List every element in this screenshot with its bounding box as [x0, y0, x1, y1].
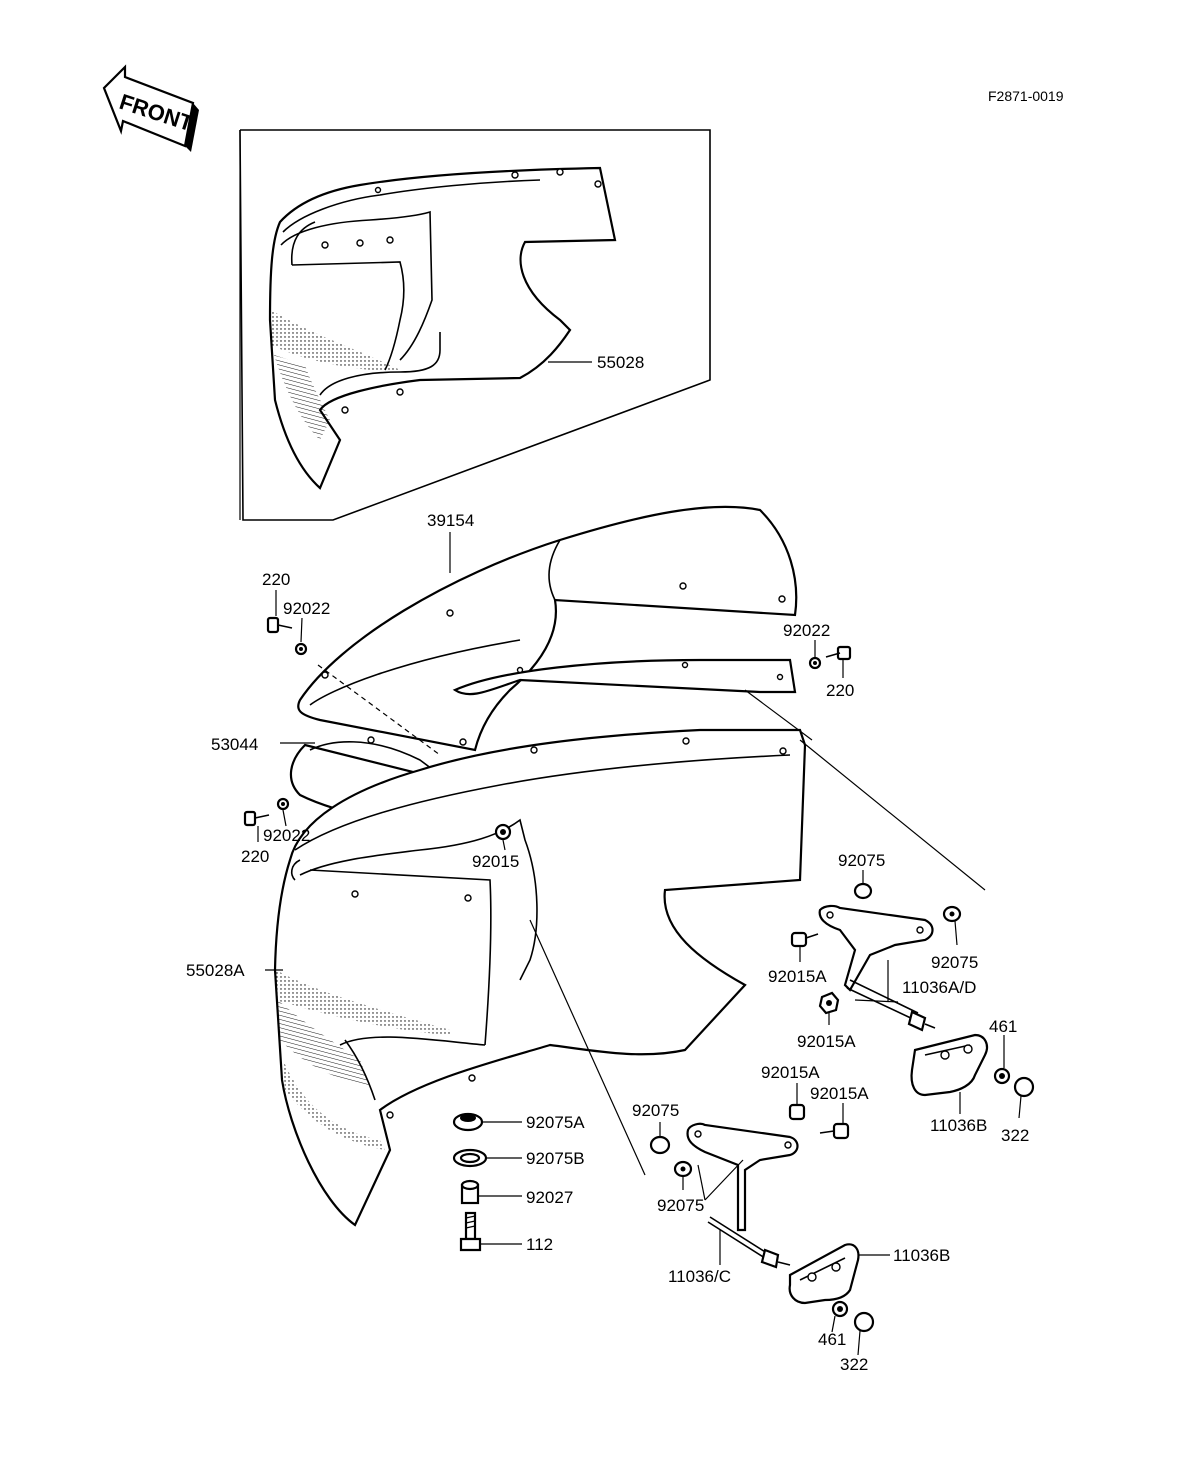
main-cowl-55028A — [265, 728, 986, 1227]
cap-nut-322-right — [1013, 1076, 1035, 1119]
washer-92022-top-right — [808, 640, 822, 670]
cap-nut-322-bottom — [853, 1311, 875, 1356]
grommet-92075-left — [649, 1122, 671, 1155]
grommet-92075-right — [942, 905, 962, 946]
label-92015: 92015 — [472, 852, 519, 871]
bolt-92015A-2 — [818, 991, 840, 1025]
grommet-92075-bottom-left — [673, 1160, 693, 1190]
bolt-92015A-1 — [790, 931, 819, 962]
label-322-bottom: 322 — [840, 1355, 868, 1374]
washer-92022-top-left — [294, 617, 441, 756]
label-92015A-4: 92015A — [810, 1084, 869, 1103]
bracket-11036B-right — [910, 1033, 989, 1114]
label-11036C: 11036/C — [668, 1267, 731, 1286]
screw-220-top-left — [266, 590, 293, 634]
screw-220-top-right — [825, 645, 852, 678]
windshield-39154 — [297, 505, 798, 752]
label-92075A: 92075A — [526, 1113, 585, 1132]
label-92015A-3: 92015A — [761, 1063, 820, 1082]
bracket-11036AD — [818, 904, 936, 1032]
nut-461-bottom — [831, 1300, 849, 1333]
screw-220-mid-left — [243, 810, 270, 842]
label-55028: 55028 — [597, 353, 644, 372]
label-92015A-1: 92015A — [768, 967, 827, 986]
bolt-92015A-3 — [788, 1083, 806, 1121]
washer-92075B — [452, 1148, 522, 1168]
inset-frame — [239, 129, 711, 521]
bolt-92015A-4 — [819, 1103, 850, 1140]
bracket-11036C — [686, 1122, 799, 1269]
label-220-mid-left: 220 — [241, 847, 269, 866]
label-461-bottom: 461 — [818, 1330, 846, 1349]
label-92075-right: 92075 — [931, 953, 978, 972]
front-arrow-icon: FRONT — [102, 64, 199, 152]
washer-92022-mid-left — [276, 797, 290, 827]
collar-92027 — [460, 1179, 522, 1205]
label-92015A-2: 92015A — [797, 1032, 856, 1051]
grommet-92075-top — [853, 870, 873, 900]
label-220-top-left: 220 — [262, 570, 290, 589]
label-92075-left: 92075 — [632, 1101, 679, 1120]
bracket-11036B-bottom — [788, 1243, 890, 1305]
label-53044: 53044 — [211, 735, 258, 754]
label-92022-top-right: 92022 — [783, 621, 830, 640]
upper-cowl-55028 — [268, 166, 617, 490]
nut-461-right — [993, 1035, 1011, 1085]
label-92022-mid-left: 92022 — [263, 826, 310, 845]
label-92022-top-left: 92022 — [283, 599, 330, 618]
label-92027: 92027 — [526, 1188, 573, 1207]
label-322-right: 322 — [1001, 1126, 1029, 1145]
grommet-92015 — [494, 823, 512, 851]
label-92075-bottom-left: 92075 — [657, 1196, 704, 1215]
bolt-112 — [459, 1211, 522, 1252]
label-55028A: 55028A — [186, 961, 245, 980]
label-11036AD: 11036A/D — [902, 978, 976, 997]
label-92075B: 92075B — [526, 1149, 585, 1168]
grommet-92075A — [452, 1112, 522, 1132]
label-11036B-bottom: 11036B — [893, 1246, 950, 1265]
label-220-top-right: 220 — [826, 681, 854, 700]
drawing-code: F2871-0019 — [988, 88, 1064, 104]
label-11036B-right: 11036B — [930, 1116, 987, 1135]
label-461-right: 461 — [989, 1017, 1017, 1036]
label-112: 112 — [526, 1235, 553, 1254]
label-39154: 39154 — [427, 511, 474, 530]
label-92075-top: 92075 — [838, 851, 885, 870]
